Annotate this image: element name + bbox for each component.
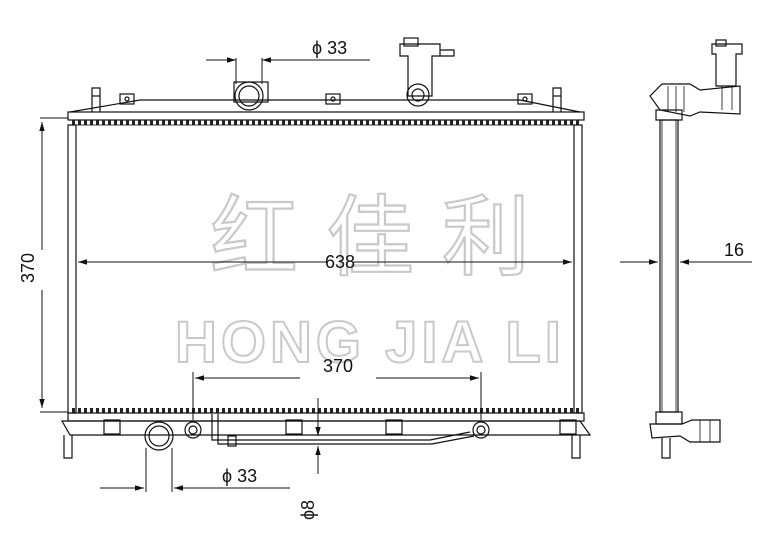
dim-fitting-spacing: 370 xyxy=(323,356,353,376)
radiator-front-view xyxy=(60,37,592,459)
dimension-lines xyxy=(39,57,752,492)
watermark-chinese: 红 佳 利 xyxy=(210,186,530,289)
dim-bottom-pipe-diameter: ϕ 33 xyxy=(222,466,257,486)
dim-core-thickness: 16 xyxy=(724,240,744,260)
dim-overall-width: 638 xyxy=(325,252,355,272)
radiator-side-view xyxy=(649,39,743,459)
dim-drain-diameter: ϕ8 xyxy=(298,500,318,520)
dim-core-height: 370 xyxy=(18,253,38,283)
dim-top-pipe-diameter: ϕ 33 xyxy=(312,38,347,58)
watermark-english: HONG JIA LI xyxy=(175,310,565,375)
